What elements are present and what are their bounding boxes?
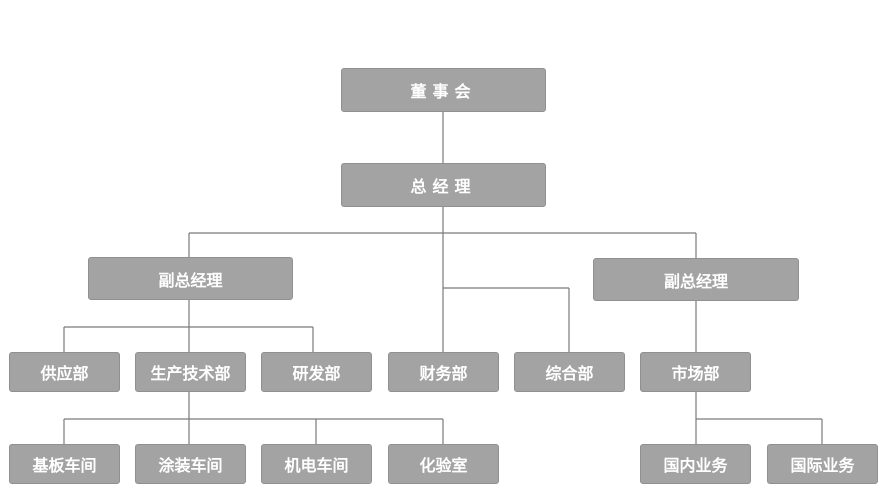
dept-supply-node: 供应部 — [9, 352, 120, 392]
dept-general-node: 综合部 — [514, 352, 625, 392]
workshop-mechatronic-node: 机电车间 — [261, 444, 372, 484]
workshop-lab-node: 化验室 — [388, 444, 499, 484]
dept-finance-node: 财务部 — [388, 352, 499, 392]
dept-production-node: 生产技术部 — [135, 352, 246, 392]
business-international-node: 国际业务 — [767, 444, 878, 484]
workshop-substrate-node: 基板车间 — [9, 444, 120, 484]
dept-rnd-node: 研发部 — [261, 352, 372, 392]
vp-right-node: 副总经理 — [593, 258, 799, 301]
workshop-coating-node: 涂装车间 — [135, 444, 246, 484]
vp-left-node: 副总经理 — [88, 257, 293, 300]
dept-market-node: 市场部 — [640, 352, 751, 392]
board-node: 董事会 — [341, 68, 546, 112]
business-domestic-node: 国内业务 — [640, 444, 751, 484]
ceo-node: 总经理 — [341, 163, 546, 207]
